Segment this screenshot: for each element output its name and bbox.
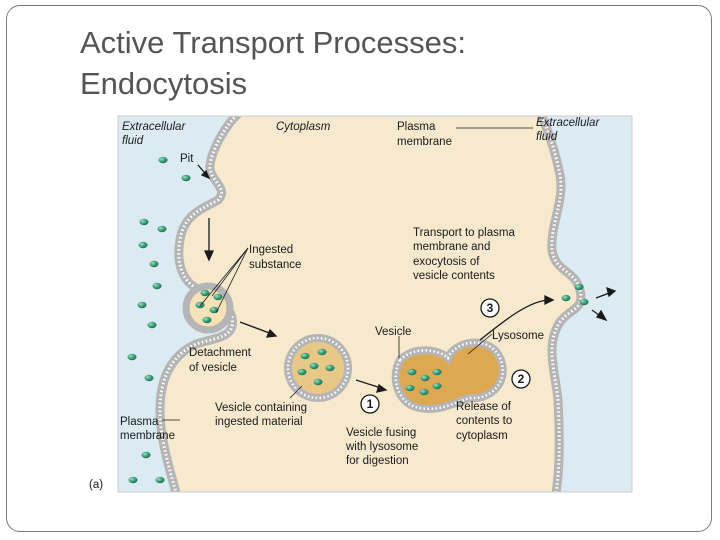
ingested-substance-leader-2 [211,247,249,297]
label-fusing-2: with lysosome [345,441,418,453]
label-detachment-1: Detachment [189,347,252,359]
label-vesicle: Vesicle [375,326,411,338]
particle [137,301,147,309]
slide-title-line-1: Active Transport Processes: [80,25,466,60]
label-extracellular-fluid-right-2: fluid [536,131,558,143]
particle [405,384,415,392]
particle [158,156,168,164]
particle [213,293,223,301]
particle [407,368,417,376]
label-transport-1: Transport to plasma [413,227,515,239]
label-cytoplasm: Cytoplasm [276,121,331,133]
fusing-vesicle-lysosome [391,338,507,413]
detachment-arrow-head [265,328,278,338]
particle [147,321,157,329]
release-arrow-2-head [595,309,608,322]
label-extracellular-fluid-left-2: fluid [122,135,144,147]
particle [141,451,151,459]
particle [200,289,210,297]
exocytosis-path-arrow [479,299,551,341]
label-extracellular-fluid-left-1: Extracellular [122,121,186,133]
particle [317,348,327,356]
label-plasma-membrane-bottom-1: Plasma [120,416,159,428]
particle [313,378,323,386]
slide-frame [6,5,712,532]
particle [561,294,571,302]
particle [420,374,430,382]
label-lysosome: Lysosome [492,330,544,342]
particle [202,316,212,324]
slide-title-line-2: Endocytosis [80,66,248,101]
label-panel-a: (a) [89,479,103,491]
particle [300,352,310,360]
label-ingested-2: substance [249,259,301,271]
label-transport-4: vesicle contents [413,270,495,282]
particle [297,368,307,376]
particle [574,283,584,291]
process-arrows [197,164,617,393]
ingested-substance-leader-3 [215,247,249,314]
label-detachment-2: of vesicle [189,362,237,374]
detachment-arrow [239,321,273,335]
label-release-1: Release of [456,401,512,413]
ingested-particles [127,156,589,484]
step-1-number: 1 [367,397,374,411]
label-transport-2: membrane and [413,241,490,253]
particle [432,382,442,390]
step-1-circle [360,394,380,414]
step-2-number: 2 [518,372,525,386]
label-release-2: contents to [456,415,512,427]
label-ingested-1: Ingested [249,244,293,256]
label-fusing-1: Vesicle fusing [346,427,416,439]
release-arrow-1-head [606,286,617,298]
step-3-number: 3 [487,301,494,315]
particle [144,374,154,382]
particle [128,476,138,484]
leader-lines [162,127,533,421]
label-fusing-3: for digestion [346,455,409,467]
figure-panel-border [117,115,633,493]
fusing-vesicle-membrane-dots [394,341,505,411]
particle [149,260,159,268]
pit-arrow-head [200,169,211,180]
vesicle-containing-leader [289,385,303,399]
particle [155,476,165,484]
fusion-arrow [355,379,382,389]
particle [309,362,319,370]
label-release-3: cytoplasm [456,430,508,442]
label-vesicle-containing-1: Vesicle containing [215,402,307,414]
particle [138,241,148,249]
label-plasma-membrane-bottom-2: membrane [120,430,175,442]
particle [419,388,429,396]
particle [579,298,589,306]
ingested-substance-leader-1 [199,247,249,307]
fusion-arrow-head [376,383,388,393]
lysosome-leader [467,333,493,355]
slide-title: Active Transport Processes: Endocytosis [80,22,640,104]
particle [139,218,149,226]
particle [127,353,137,361]
label-plasma-membrane-top-1: Plasma [397,121,436,133]
label-vesicle-containing-2: ingested material [215,416,303,428]
exocytosis-path-arrow-head [544,294,555,306]
particle [325,364,335,372]
particle [152,282,162,290]
detached-vesicle-membrane-dots [286,336,350,400]
particle [181,174,191,182]
step-3-circle [480,298,500,318]
particle [432,368,442,376]
label-extracellular-fluid-right-1: Extracellular [536,117,600,129]
ingestion-arrow-head [203,250,215,262]
label-transport-3: exocytosis of [413,256,480,268]
particle [157,225,167,233]
label-plasma-membrane-top-2: membrane [397,136,452,148]
label-pit: Pit [180,153,194,165]
step-2-circle [511,369,531,389]
